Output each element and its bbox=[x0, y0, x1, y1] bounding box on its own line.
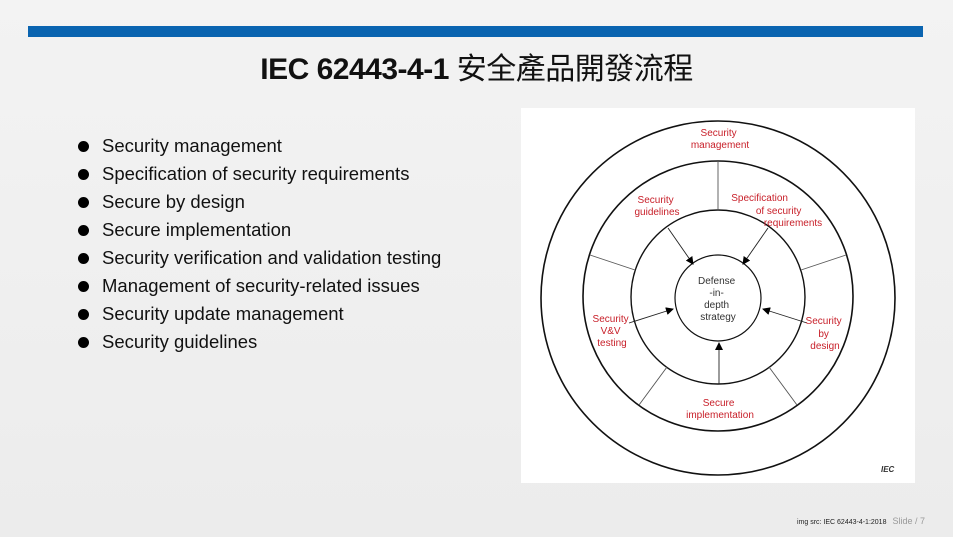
title-latin: IEC 62443-4-1 bbox=[260, 53, 457, 86]
bullet-dot-icon bbox=[78, 141, 89, 152]
label-defense-in-depth: Defense -in- depth strategy bbox=[698, 276, 738, 323]
bullet-text: Security guidelines bbox=[102, 331, 258, 352]
label-secure-implementation: Secure implementation bbox=[686, 398, 754, 421]
bullet-text: Security management bbox=[102, 135, 282, 156]
arrows-to-core bbox=[628, 227, 808, 384]
label-security-vv-testing: Security V&V testing bbox=[593, 314, 632, 349]
bullet-text: Specification of security requirements bbox=[102, 163, 410, 184]
label-security-management: Security management bbox=[691, 128, 750, 151]
bullet-text: Management of security-related issues bbox=[102, 275, 420, 296]
bullet-item: Security update management bbox=[76, 300, 441, 328]
bullet-item: Management of security-related issues bbox=[76, 272, 441, 300]
bullet-item: Specification of security requirements bbox=[76, 160, 441, 188]
core-circle bbox=[674, 254, 762, 342]
label-security-by-design: Security by design bbox=[806, 316, 845, 352]
bullet-dot-icon bbox=[78, 309, 89, 320]
bullet-text: Security verification and validation tes… bbox=[102, 247, 442, 268]
bullet-dot-icon bbox=[78, 253, 89, 264]
header-accent-bar bbox=[28, 26, 923, 37]
bullet-dot-icon bbox=[78, 337, 89, 348]
label-security-guidelines: Security guidelines bbox=[634, 195, 679, 218]
bullet-dot-icon bbox=[78, 169, 89, 180]
segment-dividers bbox=[589, 161, 847, 406]
outer-ring bbox=[540, 120, 896, 476]
bullet-text: Secure by design bbox=[102, 191, 245, 212]
sdl-diagram: Security management Security guidelines … bbox=[521, 108, 915, 483]
bullet-dot-icon bbox=[78, 281, 89, 292]
bullet-item: Secure implementation bbox=[76, 216, 441, 244]
image-source: img src: IEC 62443-4-1:2018 bbox=[796, 519, 887, 526]
bullet-text: Security update management bbox=[102, 303, 344, 324]
bullet-item: Secure by design bbox=[76, 188, 441, 216]
label-specification: Specification of security requirements bbox=[731, 193, 822, 229]
slide-title: IEC 62443-4-1 安全產品開發流程 bbox=[0, 44, 953, 88]
iec-credit: IEC bbox=[881, 465, 895, 474]
bullet-list: Security management Specification of sec… bbox=[76, 132, 441, 356]
slide-number: Slide / 7 bbox=[892, 516, 925, 526]
concentric-circle-diagram: Security management Security guidelines … bbox=[540, 120, 896, 476]
title-cjk: 安全產品開發流程 bbox=[456, 53, 694, 86]
slide-footer: img src: IEC 62443-4-1:2018 Slide / 7 bbox=[797, 516, 925, 526]
bullet-item: Security management bbox=[76, 132, 441, 160]
bullet-item: Security guidelines bbox=[76, 328, 441, 356]
bullet-text: Secure implementation bbox=[102, 219, 292, 240]
bullet-dot-icon bbox=[78, 225, 89, 236]
bullet-item: Security verification and validation tes… bbox=[76, 244, 441, 272]
bullet-dot-icon bbox=[78, 197, 89, 208]
